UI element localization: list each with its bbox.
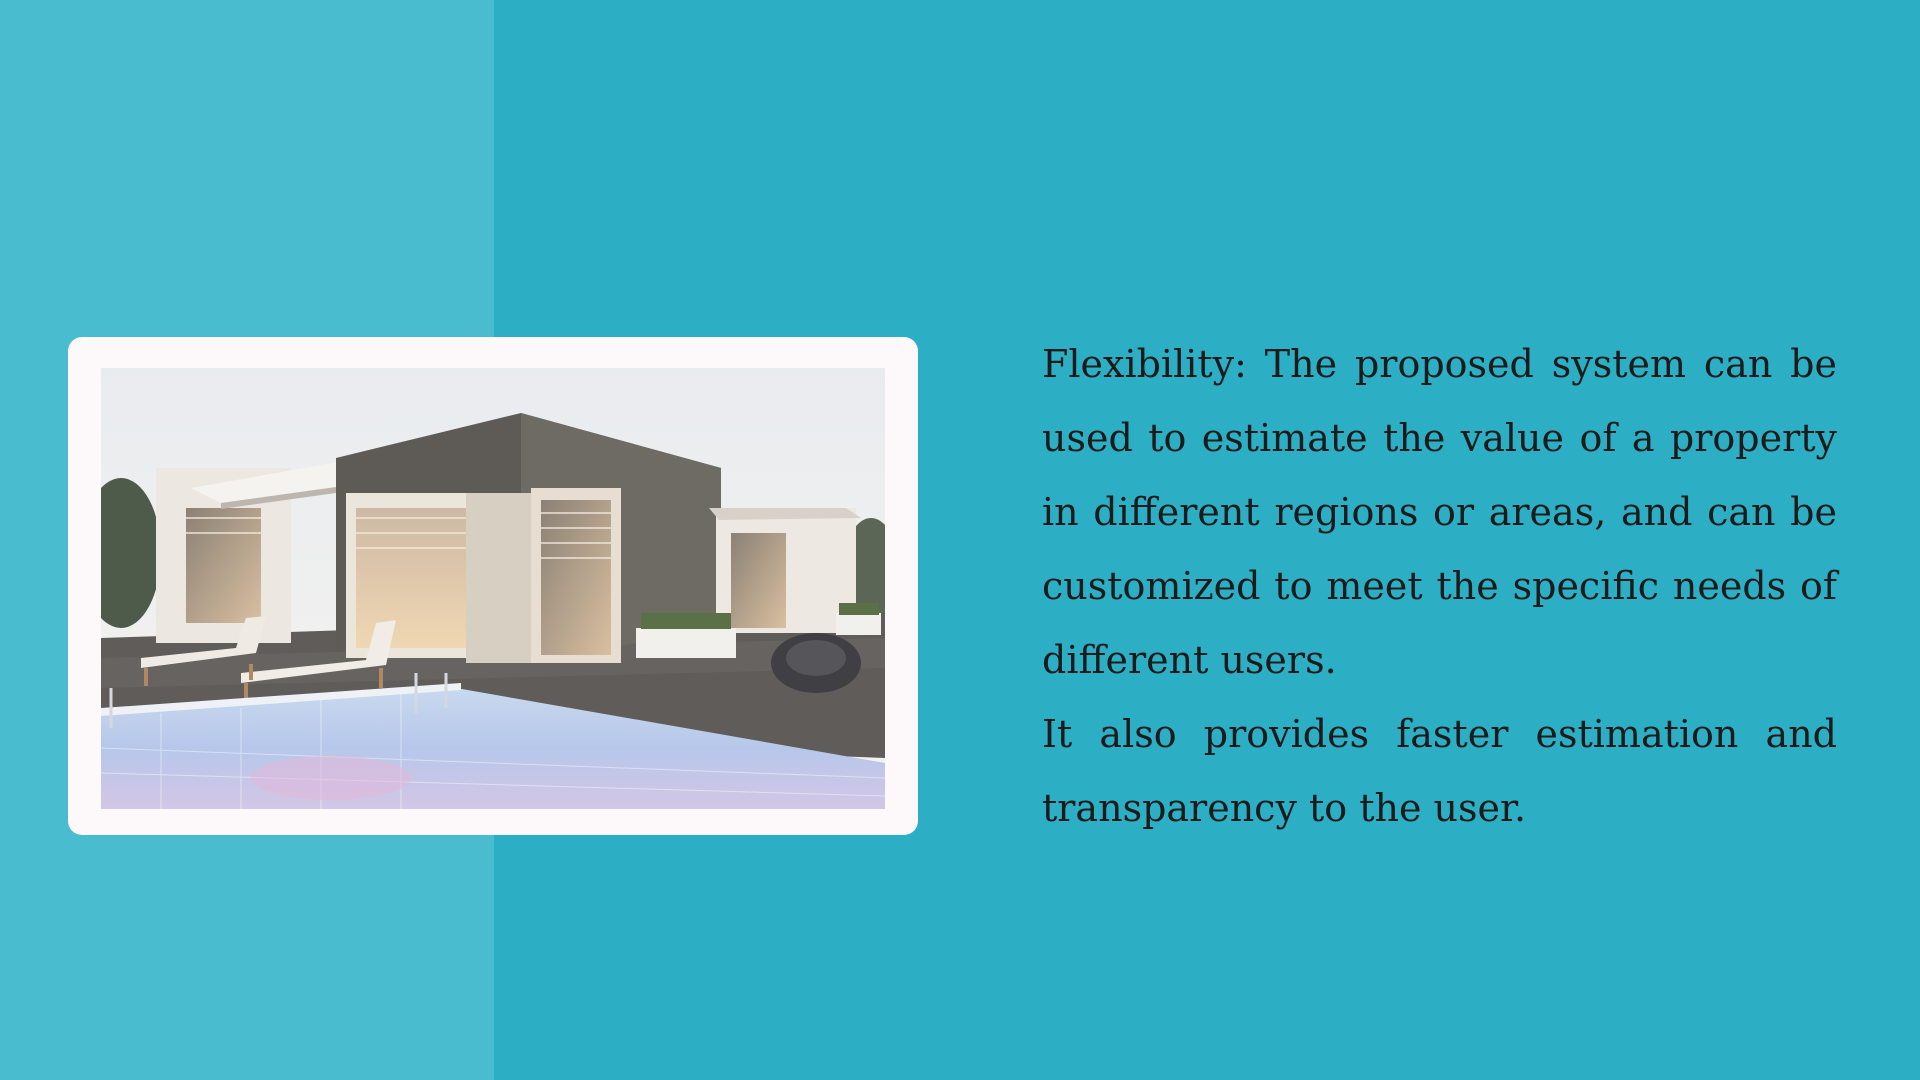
paragraph-faster-estimation: It also provides faster estimation and t…	[1042, 712, 1837, 830]
house-photo-illustration	[101, 368, 885, 809]
house-photo	[101, 368, 885, 809]
paragraph-flexibility: Flexibility: The proposed system can be …	[1042, 342, 1837, 682]
body-text: Flexibility: The proposed system can be …	[1042, 327, 1837, 845]
photo-card	[68, 337, 918, 835]
